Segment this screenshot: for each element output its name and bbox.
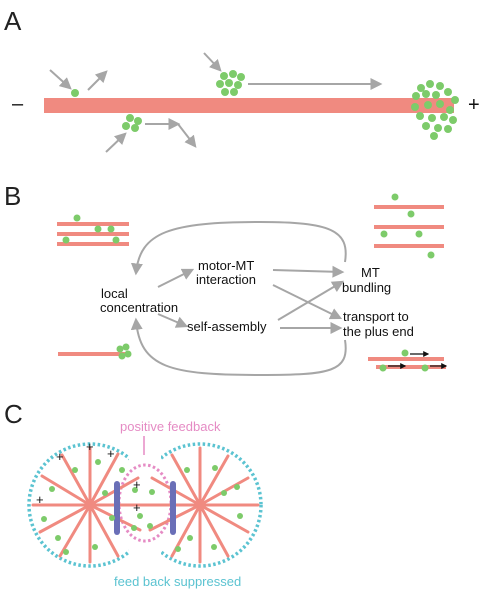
arrow-motor-to-bundling <box>272 265 345 278</box>
motor-mt-label-1: motor-MT <box>198 258 254 273</box>
self-assembly-label: self-assembly <box>187 319 267 334</box>
unbinding-arrow <box>87 70 108 91</box>
plus-end-label: + <box>468 94 480 116</box>
mt-transport-right <box>368 349 448 372</box>
feedback-loop-bottom <box>130 317 347 377</box>
plus-mark: + <box>86 439 94 454</box>
motor-mt-label-2: interaction <box>196 272 256 287</box>
protein-dot <box>71 89 79 97</box>
microtubule-a <box>44 98 454 113</box>
feedback-suppressed-label: feed back suppressed <box>114 574 241 589</box>
positive-feedback-label: positive feedback <box>120 419 221 434</box>
panel-a: A – + <box>4 6 480 153</box>
transport-label-1: transport to <box>343 309 409 324</box>
mt-single-left <box>58 343 132 360</box>
binding-arrow <box>105 132 127 153</box>
arrow-self-assembly-to-bundling <box>277 280 345 321</box>
local-concentration-label-1: local <box>101 286 128 301</box>
local-concentration-label-2: concentration <box>100 300 178 315</box>
plus-mark: + <box>107 446 115 461</box>
protein-cluster <box>216 70 245 96</box>
mt-stack-left <box>57 214 129 246</box>
arrow-motor-to-transport <box>272 284 343 320</box>
panel-b: B <box>4 181 448 377</box>
plus-mark: + <box>56 449 64 464</box>
transport-label-2: the plus end <box>343 324 414 339</box>
minus-end-label: – <box>12 93 24 115</box>
panel-b-letter: B <box>4 181 21 211</box>
mt-bundling-label-2: bundling <box>342 280 391 295</box>
plus-mark: + <box>36 492 44 507</box>
arrow-local-to-self-assembly <box>157 313 189 328</box>
plus-marks: + + + + + + <box>36 439 141 515</box>
feedback-loop-top <box>130 220 347 276</box>
walk-off-arrow <box>177 123 197 148</box>
binding-arrow <box>203 52 222 72</box>
panel-c: C positive feedback feed back suppressed <box>4 399 263 589</box>
panel-c-letter: C <box>4 399 23 429</box>
binding-arrow <box>49 69 72 90</box>
mt-stack-right <box>374 193 444 259</box>
protein-cluster <box>122 114 142 132</box>
plus-end-accumulation <box>411 80 459 140</box>
plus-mark: + <box>133 477 141 492</box>
mt-bundling-label-1: MT <box>361 265 380 280</box>
aster-proteins <box>41 459 243 555</box>
panel-a-letter: A <box>4 6 22 36</box>
arrow-local-to-motor <box>157 268 195 288</box>
plus-mark: + <box>133 500 141 515</box>
